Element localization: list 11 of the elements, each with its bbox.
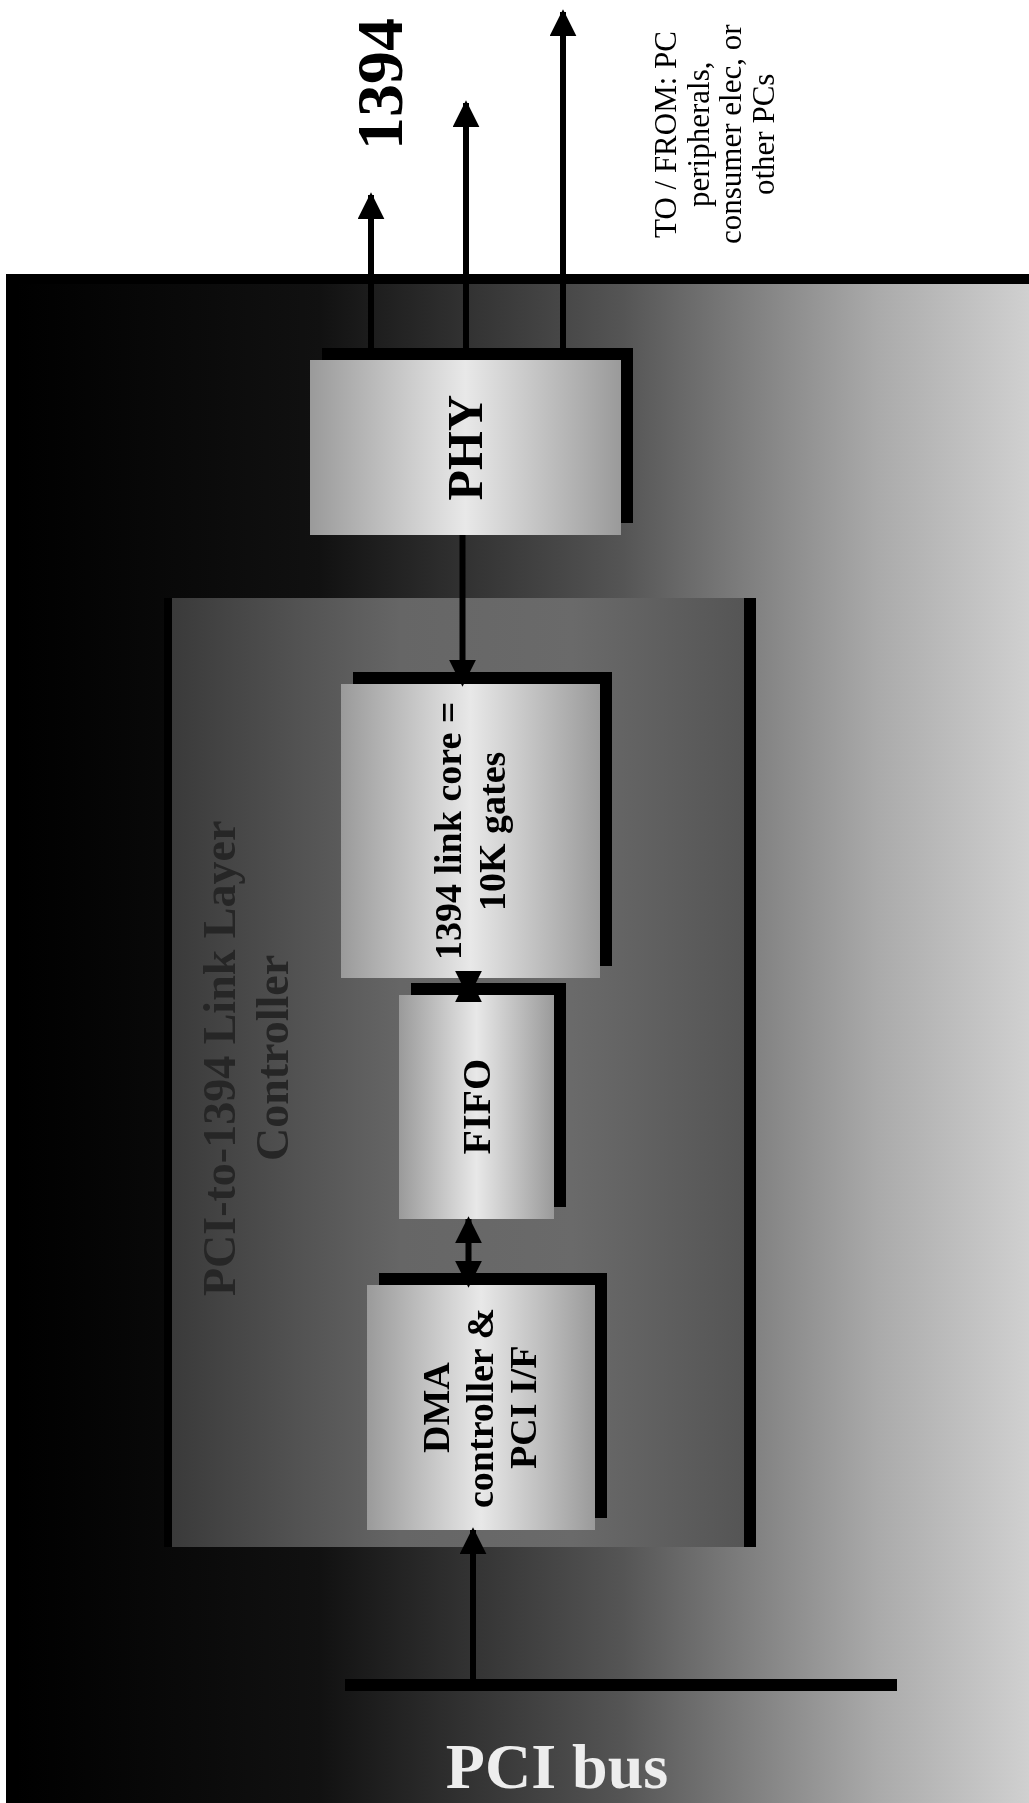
arrow (449, 535, 476, 687)
block-label: DMA controller & PCI I/F (415, 1306, 546, 1510)
arrow (455, 970, 482, 1003)
destination-note: TO / FROM: PC peripherals, consumer elec, or other PCs (650, 23, 781, 247)
block-label: 1394 link core = 10K gates (426, 700, 514, 963)
arrow (455, 1216, 482, 1288)
arrow (459, 1527, 487, 1679)
block-label: FIFO (453, 1059, 500, 1155)
block-label: PHY (436, 394, 494, 501)
bus-name-label: 1394 (345, 18, 415, 150)
bus-label: PCI bus (444, 1735, 670, 1799)
